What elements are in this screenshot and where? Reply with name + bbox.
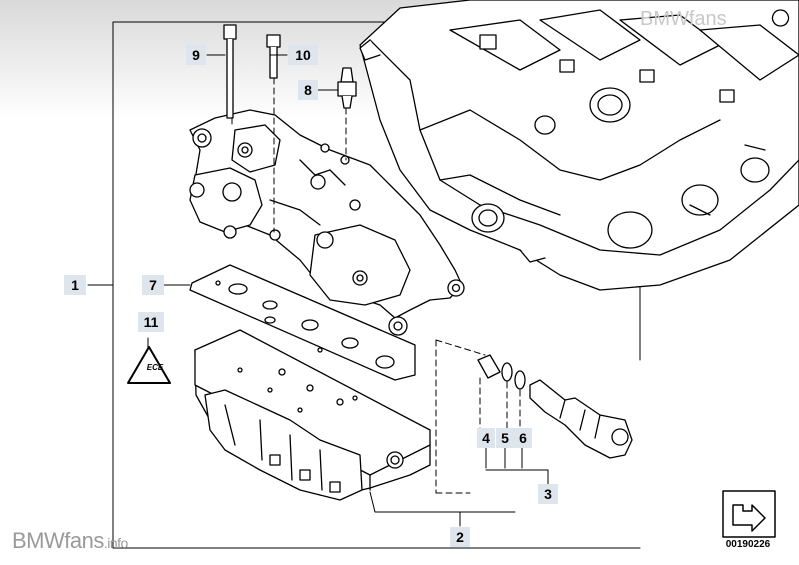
callout-3: 3 — [538, 484, 558, 504]
gasket — [189, 264, 416, 381]
callout-11: 11 — [138, 312, 164, 332]
watermark-suffix: .info — [103, 535, 128, 551]
warning-triangle — [127, 346, 171, 384]
callout-1: 1 — [64, 275, 86, 295]
bolt-10 — [266, 34, 281, 79]
callout-4: 4 — [477, 428, 495, 448]
reference-icon — [722, 490, 776, 538]
cylinder-head — [359, 0, 799, 291]
watermark-bottom: BMWfans.info — [12, 528, 128, 554]
watermark-brand: BMWfans — [12, 528, 104, 553]
callout-10: 10 — [288, 45, 318, 65]
hydraulic-block — [194, 329, 431, 501]
callout-7: 7 — [142, 275, 164, 295]
watermark-top: BMWfans — [640, 8, 727, 30]
callout-5: 5 — [496, 428, 514, 448]
callout-9: 9 — [186, 45, 206, 65]
plug-8 — [337, 67, 357, 109]
callout-2: 2 — [450, 527, 470, 547]
bolt-9 — [223, 24, 237, 119]
warning-label: ECE — [146, 363, 164, 372]
leader-lines — [87, 54, 549, 527]
callout-6: 6 — [514, 428, 532, 448]
callout-8: 8 — [298, 80, 318, 100]
valve-housing — [189, 109, 465, 336]
diagram-number: 00190226 — [725, 539, 771, 550]
valve-kit — [477, 354, 633, 459]
dashed-guides — [231, 77, 521, 494]
